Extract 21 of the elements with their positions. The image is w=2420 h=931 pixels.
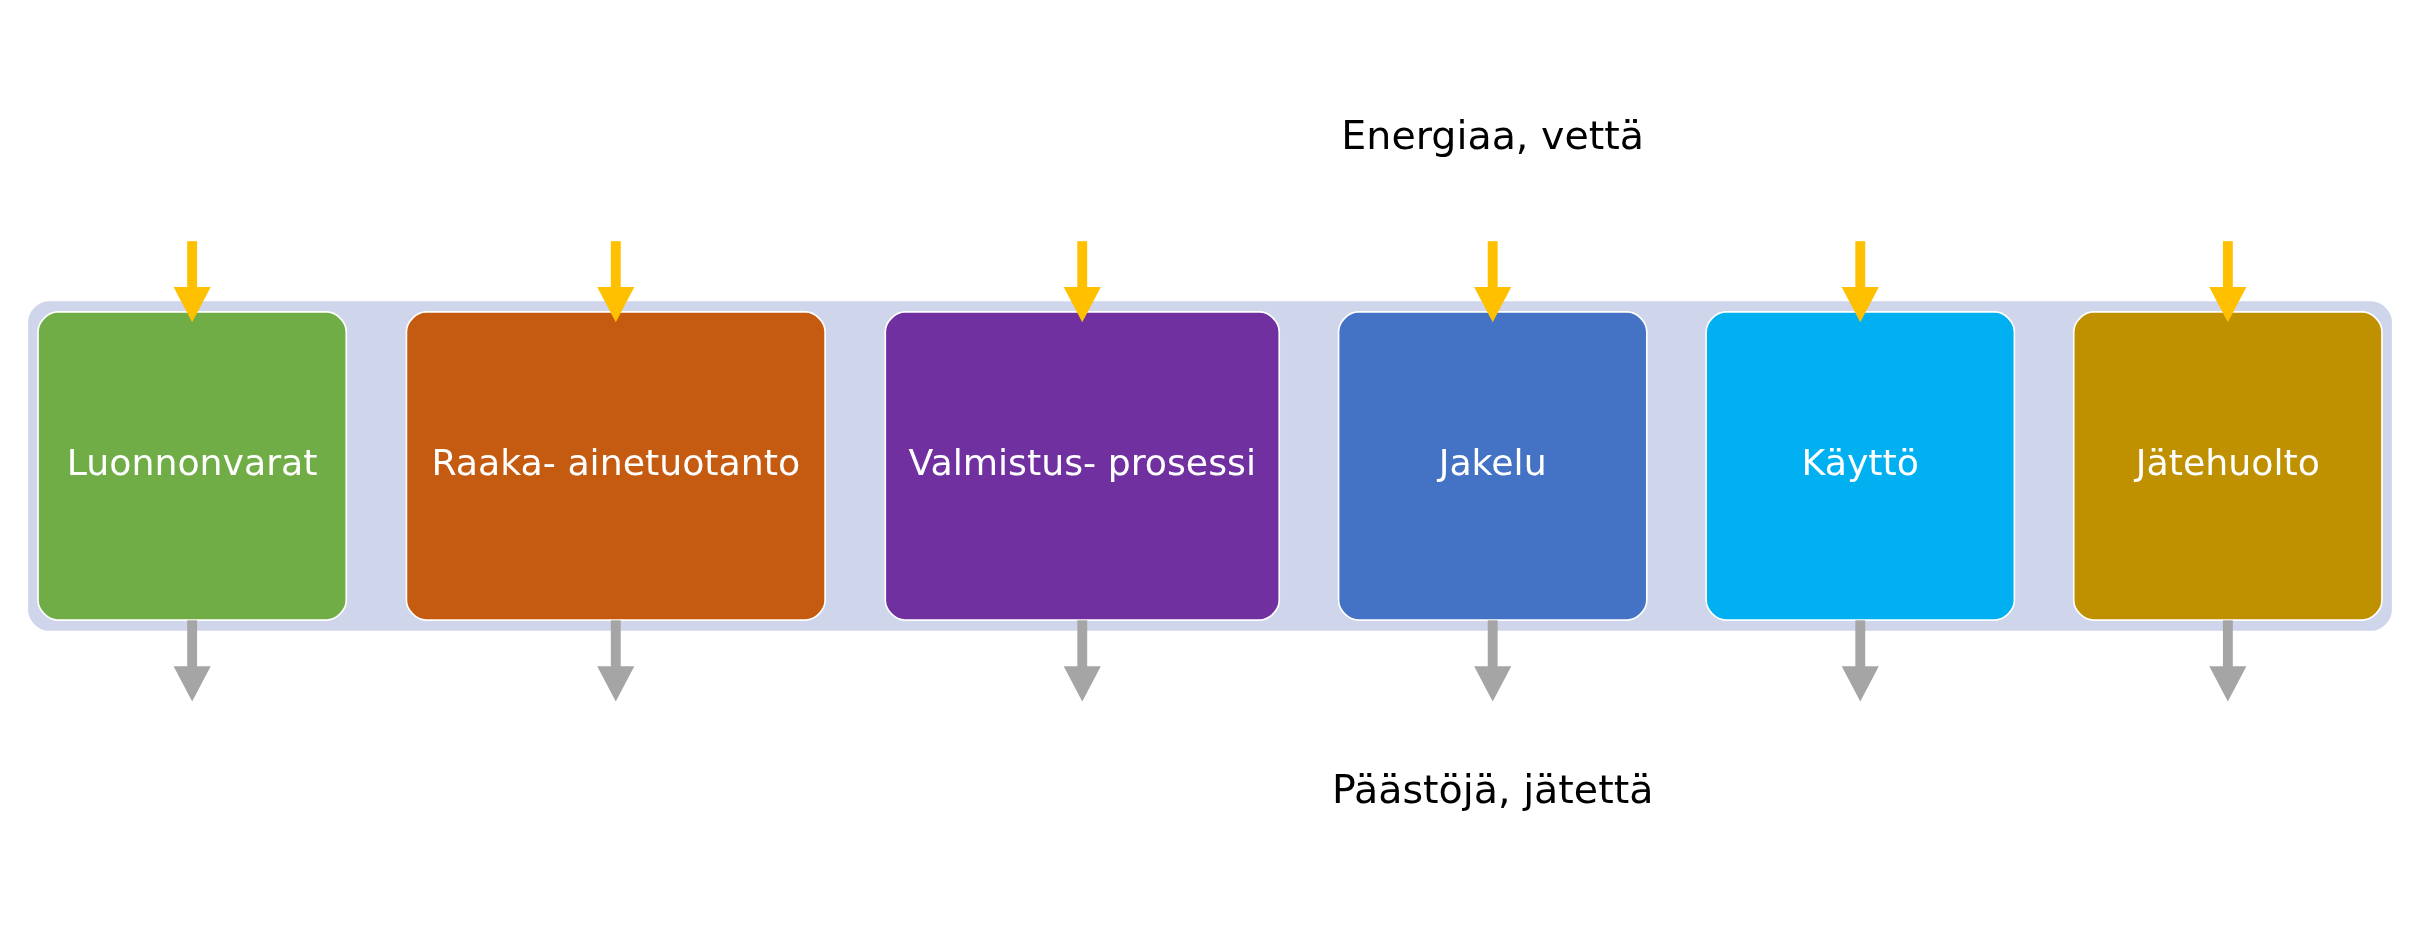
node-box: Luonnonvarat [37,310,348,621]
label: Energiaa, vettä [1341,111,1645,158]
node-box: Raaka- ainetuotanto [405,310,826,621]
arrow [1474,240,1512,322]
arrow [173,619,211,702]
cluster [28,300,2392,631]
arrow [1474,619,1512,702]
arrow [1063,619,1101,702]
arrow [1841,240,1879,322]
arrow [173,240,211,322]
arrow [597,240,635,322]
node-box: Valmistus- prosessi [884,310,1281,621]
node-box: Jakelu [1337,310,1648,621]
node-box: Jätehuolto [2072,310,2383,621]
arrow [2209,240,2247,322]
arrow [1841,619,1879,702]
arrow [2209,619,2247,702]
arrow [597,619,635,702]
node-box: Käyttö [1705,310,2016,621]
arrow [1063,240,1101,322]
label: Päästöjä, jätettä [1331,765,1654,812]
